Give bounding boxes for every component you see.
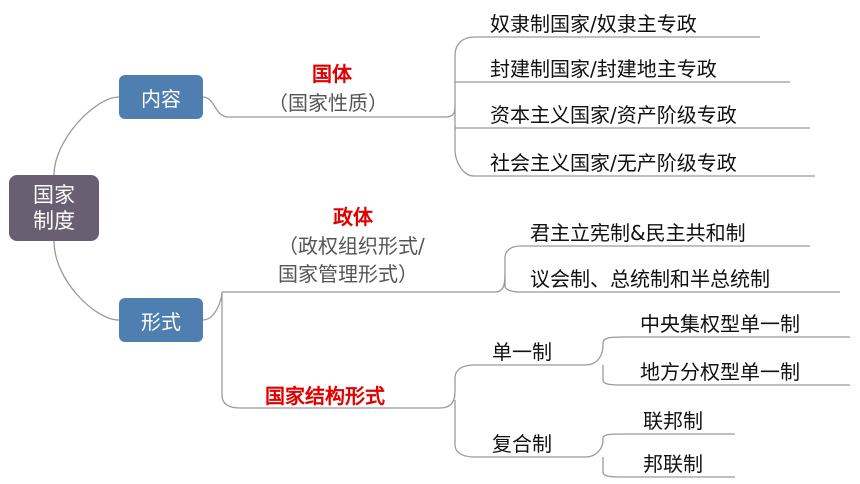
branch-form-label: 形式 [141, 309, 181, 334]
content-title: 国体 [312, 62, 352, 86]
regime-subtitle-2: 国家管理形式） [278, 262, 418, 286]
regime-item-1: 君主立宪制&民主共和制 [530, 221, 746, 245]
structure-title: 国家结构形式 [265, 384, 385, 408]
connector-root-form [53, 240, 120, 321]
connector-root-content [53, 96, 120, 176]
connector-unitary-bracket [584, 336, 626, 386]
compound-label: 复合制 [492, 432, 552, 456]
root-label-line1: 国家 [33, 183, 75, 207]
unitary-item-1: 中央集权型单一制 [640, 312, 800, 336]
compound-item-1: 联邦制 [643, 409, 703, 433]
content-item-2: 封建制国家/封建地主专政 [490, 57, 717, 81]
branch-form-node: 形式 [119, 298, 203, 342]
content-item-4: 社会主义国家/无产阶级专政 [490, 151, 737, 175]
connector-content-title [202, 96, 445, 118]
connector-content-bracket [444, 36, 475, 177]
regime-item-2: 议会制、总统制和半总统制 [530, 267, 770, 291]
root-node: 国家 制度 [9, 175, 99, 241]
content-item-3: 资本主义国家/资产阶级专政 [490, 103, 737, 127]
root-label-line2: 制度 [33, 209, 75, 233]
regime-subtitle-1: （政权组织形式/ [278, 234, 425, 258]
connector-form-trunk [202, 291, 241, 409]
connector-compound-bracket [584, 433, 626, 478]
content-subtitle: （国家性质） [268, 91, 388, 115]
connector-structure-bracket [439, 364, 475, 458]
compound-item-2: 邦联制 [643, 452, 703, 476]
branch-content-node: 内容 [119, 75, 203, 119]
branch-content-label: 内容 [141, 86, 181, 111]
unitary-item-2: 地方分权型单一制 [640, 360, 800, 384]
unitary-label: 单一制 [492, 340, 552, 364]
content-item-1: 奴隶制国家/奴隶主专政 [490, 12, 697, 36]
regime-title: 政体 [333, 205, 373, 229]
connector-regime-bracket [494, 245, 521, 293]
